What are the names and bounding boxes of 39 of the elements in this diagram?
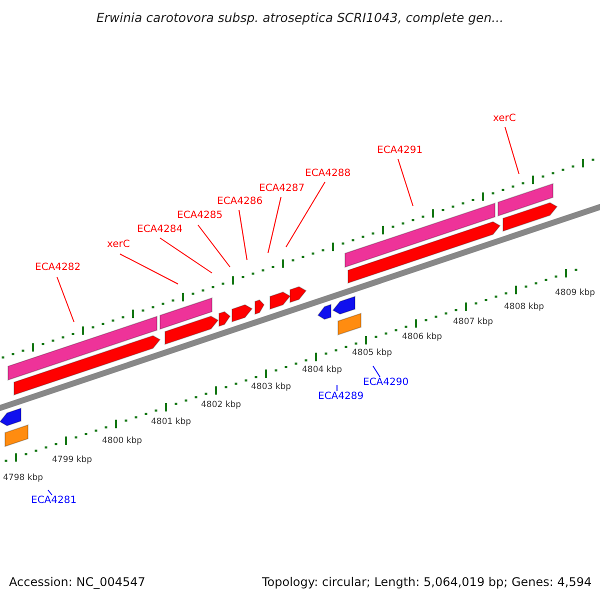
leader-line [372,366,380,378]
gene-label: xerC [493,113,516,124]
gene-label: ECA4282 [35,262,81,273]
scale-label: 4805 kbp [352,348,392,358]
scale-label: 4804 kbp [302,365,342,375]
gene-label: ECA4286 [217,196,263,207]
gene-label: xerC [107,239,130,250]
scale-label: 4806 kbp [402,332,442,342]
leader-line [160,238,212,274]
gene-label: ECA4284 [137,224,183,235]
scale-label: 4799 kbp [52,455,92,465]
leader-line [504,126,520,174]
gene-label: ECA4287 [259,183,305,194]
gene-label: ECA4288 [305,168,351,179]
leader-line [268,196,282,254]
gene-label: ECA4281 [31,495,77,506]
scale-label: 4800 kbp [102,436,142,446]
leader-line [48,490,52,496]
scale-label: 4808 kbp [504,302,544,312]
scale-label: 4809 kbp [555,288,596,298]
scale-label: 4807 kbp [453,317,494,327]
gene-label: ECA4285 [177,210,223,221]
scale-label: 4802 kbp [201,400,242,410]
footer-text: Topology: circular; Length: 5,064,019 bp; Genes: 4,594 [262,575,592,589]
leader-line [120,254,178,284]
scale-label: 4803 kbp [251,382,292,392]
leader-line [56,276,74,322]
scale-label: 4798 kbp [3,473,44,483]
gene-label: ECA4291 [377,145,423,156]
leader-line [336,384,338,392]
leader-line [198,224,230,268]
leader-line [238,210,248,260]
footer-text: Accession: NC_004547 [9,575,146,589]
leader-line [398,158,414,206]
gene-label: ECA4289 [318,391,364,402]
leader-line [286,182,326,248]
title: Erwinia carotovora subsp. atroseptica SCRI1043, complete gen... [95,10,505,25]
scale-label: 4801 kbp [151,417,192,427]
gene-label: ECA4290 [363,377,409,388]
